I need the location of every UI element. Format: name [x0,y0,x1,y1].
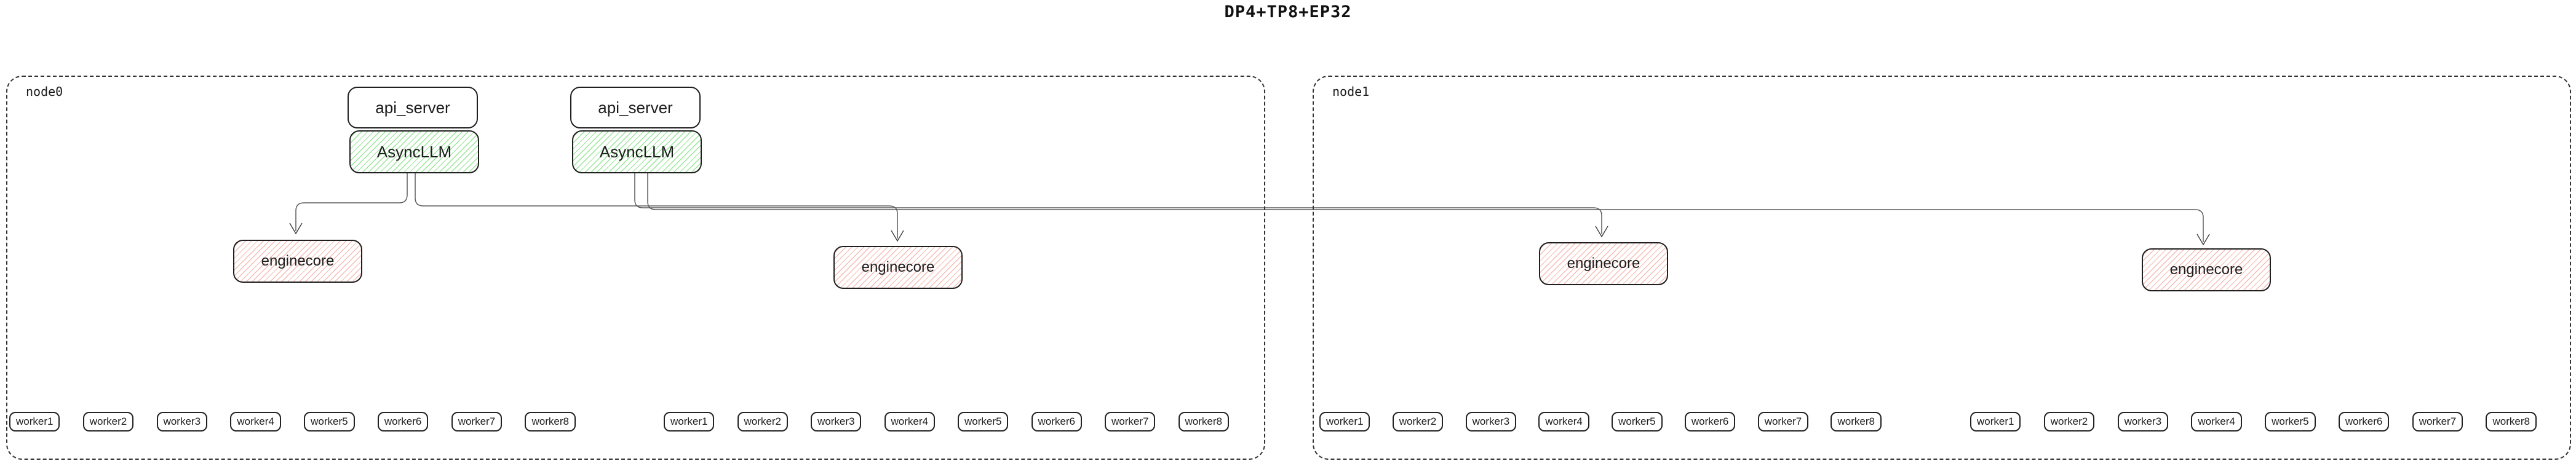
worker-box: worker3 [811,412,862,432]
worker-box: worker7 [1105,412,1156,432]
api-server-box-2: api_server [570,87,701,128]
api-server-label-1: api_server [375,98,450,117]
enginecore-label-node0-2: enginecore [861,259,935,275]
worker-box: worker8 [2486,412,2537,432]
worker-box: worker2 [737,412,788,432]
worker-box: worker6 [1684,412,1736,432]
worker-box: worker4 [230,412,281,432]
worker-box: worker2 [1392,412,1444,432]
worker-box: worker6 [377,412,429,432]
worker-box: worker3 [1465,412,1517,432]
worker-box: worker3 [2117,412,2169,432]
node0-container: node0 api_server AsyncLLM api_server Asy… [6,76,1265,460]
worker-box: worker4 [1538,412,1589,432]
worker-box: worker7 [2412,412,2463,432]
worker-group-node1-2: worker1 worker2 worker3 worker4 worker5 worke… [1970,412,2537,432]
worker-box: worker8 [1178,412,1229,432]
worker-box: worker8 [525,412,576,432]
node1-label: node1 [1332,84,1370,99]
worker-box: worker8 [1831,412,1882,432]
enginecore-label-node1-1: enginecore [1567,255,1640,272]
worker-box: worker6 [2338,412,2390,432]
asyncllm-label-2: AsyncLLM [599,142,675,161]
asyncllm-box-1: AsyncLLM [349,130,479,173]
api-server-box-1: api_server [348,87,478,128]
enginecore-box-node0-2: enginecore [833,246,963,289]
worker-box: worker5 [1612,412,1663,432]
enginecore-box-node1-2: enginecore [2142,248,2271,291]
worker-box: worker2 [2043,412,2095,432]
worker-box: worker7 [451,412,503,432]
worker-box: worker4 [884,412,935,432]
node0-label: node0 [26,84,63,99]
enginecore-box-node1-1: enginecore [1539,242,1668,285]
worker-group-node1-1: worker1 worker2 worker3 worker4 worker5 worke… [1319,412,1882,432]
worker-box: worker2 [82,412,134,432]
asyncllm-label-1: AsyncLLM [376,142,452,161]
enginecore-label-node0-1: enginecore [261,253,335,269]
diagram-title: DP4+TP8+EP32 [1224,2,1352,22]
worker-box: worker1 [1970,412,2021,432]
enginecore-label-node1-2: enginecore [2169,261,2243,278]
worker-group-node0-2: worker1 worker2 worker3 worker4 worker5 worke… [664,412,1229,432]
worker-box: worker4 [2191,412,2242,432]
worker-box: worker6 [1031,412,1082,432]
worker-box: worker3 [156,412,208,432]
enginecore-box-node0-1: enginecore [233,240,362,283]
api-server-label-2: api_server [598,98,673,117]
worker-box: worker5 [2265,412,2316,432]
worker-box: worker5 [958,412,1009,432]
worker-box: worker7 [1757,412,1809,432]
worker-box: worker5 [304,412,355,432]
worker-group-node0-1: worker1 worker2 worker3 worker4 worker5 worke… [9,412,576,432]
worker-box: worker1 [9,412,60,432]
worker-box: worker1 [664,412,715,432]
worker-box: worker1 [1319,412,1370,432]
asyncllm-box-2: AsyncLLM [572,130,702,173]
